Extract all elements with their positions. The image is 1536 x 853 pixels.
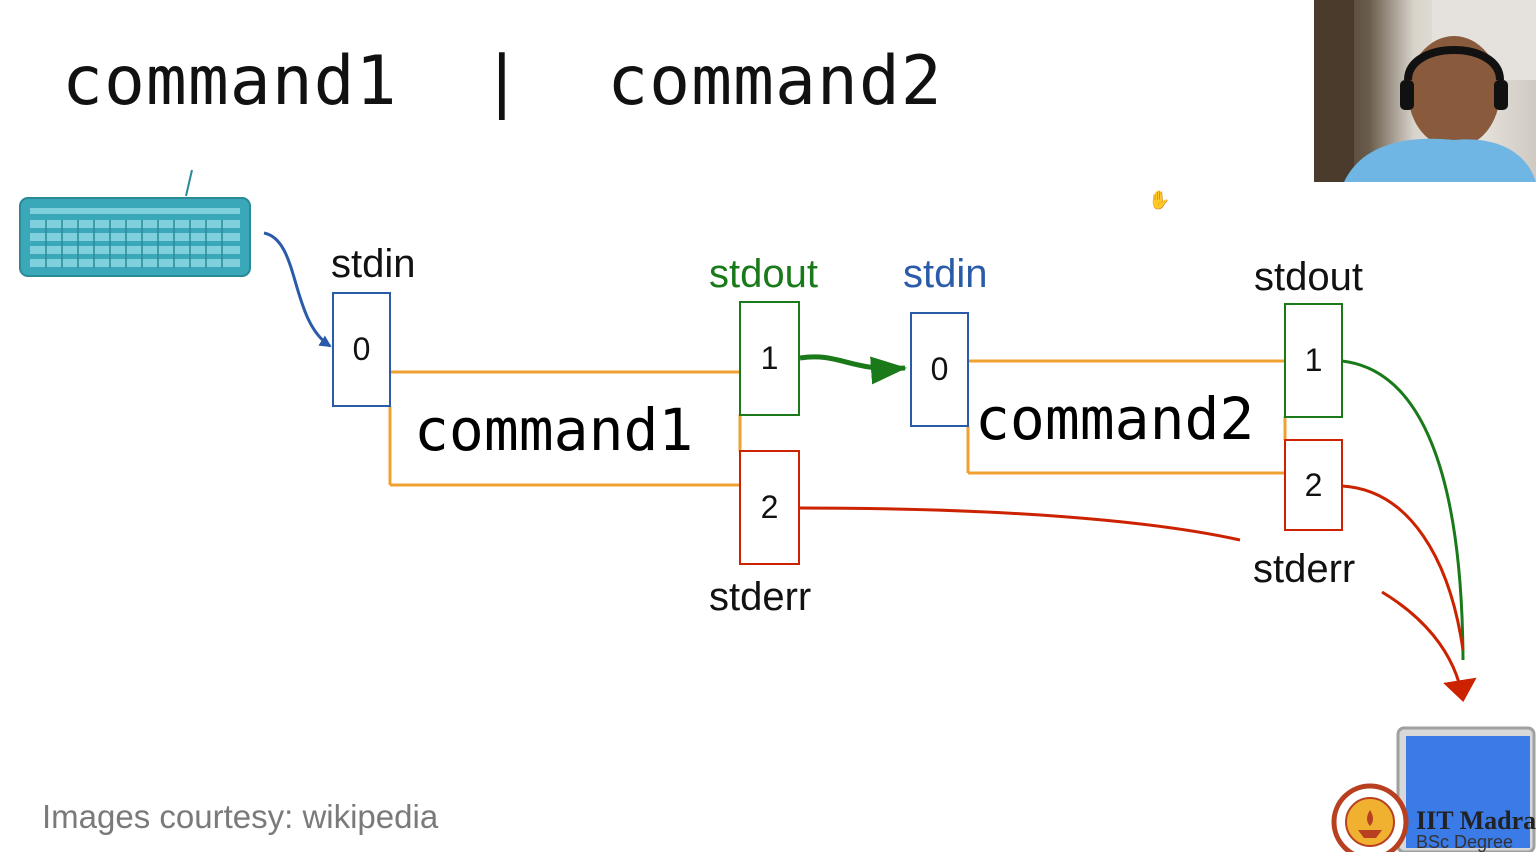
command2-stdout-fd-box: 1	[1284, 303, 1343, 418]
institute-seal-icon	[1331, 783, 1409, 852]
image-credit: Images courtesy: wikipedia	[42, 798, 439, 835]
stderr-to-monitor-arrow	[1381, 590, 1477, 702]
command1-name: command1	[414, 396, 694, 464]
program-name: BSc Degree	[1416, 832, 1514, 852]
command1-stderr-label: stderr	[709, 575, 812, 619]
keyboard-icon	[19, 169, 251, 277]
institute-name: IIT Madra	[1416, 806, 1536, 835]
hand-cursor-icon: ✋	[1148, 190, 1171, 210]
command2-process-outline	[966, 359, 1287, 475]
command1-stderr-line	[799, 506, 1241, 542]
presenter-webcam	[1314, 0, 1536, 182]
command2-stderr-line	[1341, 484, 1465, 651]
command2-stdout-line	[1341, 359, 1465, 661]
slide-title: command1 | command2	[62, 42, 943, 121]
monitor-icon	[1396, 726, 1536, 852]
command1-stdout-label: stdout	[709, 252, 818, 296]
command2-stdin-fd-box: 0	[910, 312, 969, 427]
command1-stderr-fd-box: 2	[739, 450, 800, 565]
command2-stderr-label: stderr	[1253, 547, 1356, 591]
command1-stdin-label: stdin	[331, 242, 416, 286]
presenter-icon	[1314, 0, 1536, 182]
command2-stdin-label: stdin	[903, 252, 988, 296]
command1-process-outline	[388, 370, 742, 487]
pipe-arrow	[799, 354, 907, 385]
command1-stdin-fd-box: 0	[332, 292, 391, 407]
command2-name: command2	[975, 385, 1255, 453]
command2-stderr-fd-box: 2	[1284, 439, 1343, 531]
institute-branding: IIT Madra BSc Degree	[1330, 780, 1536, 852]
command1-stdout-fd-box: 1	[739, 301, 800, 416]
command2-stdout-label: stdout	[1254, 255, 1363, 299]
keyboard-to-stdin-arrow	[263, 231, 332, 348]
